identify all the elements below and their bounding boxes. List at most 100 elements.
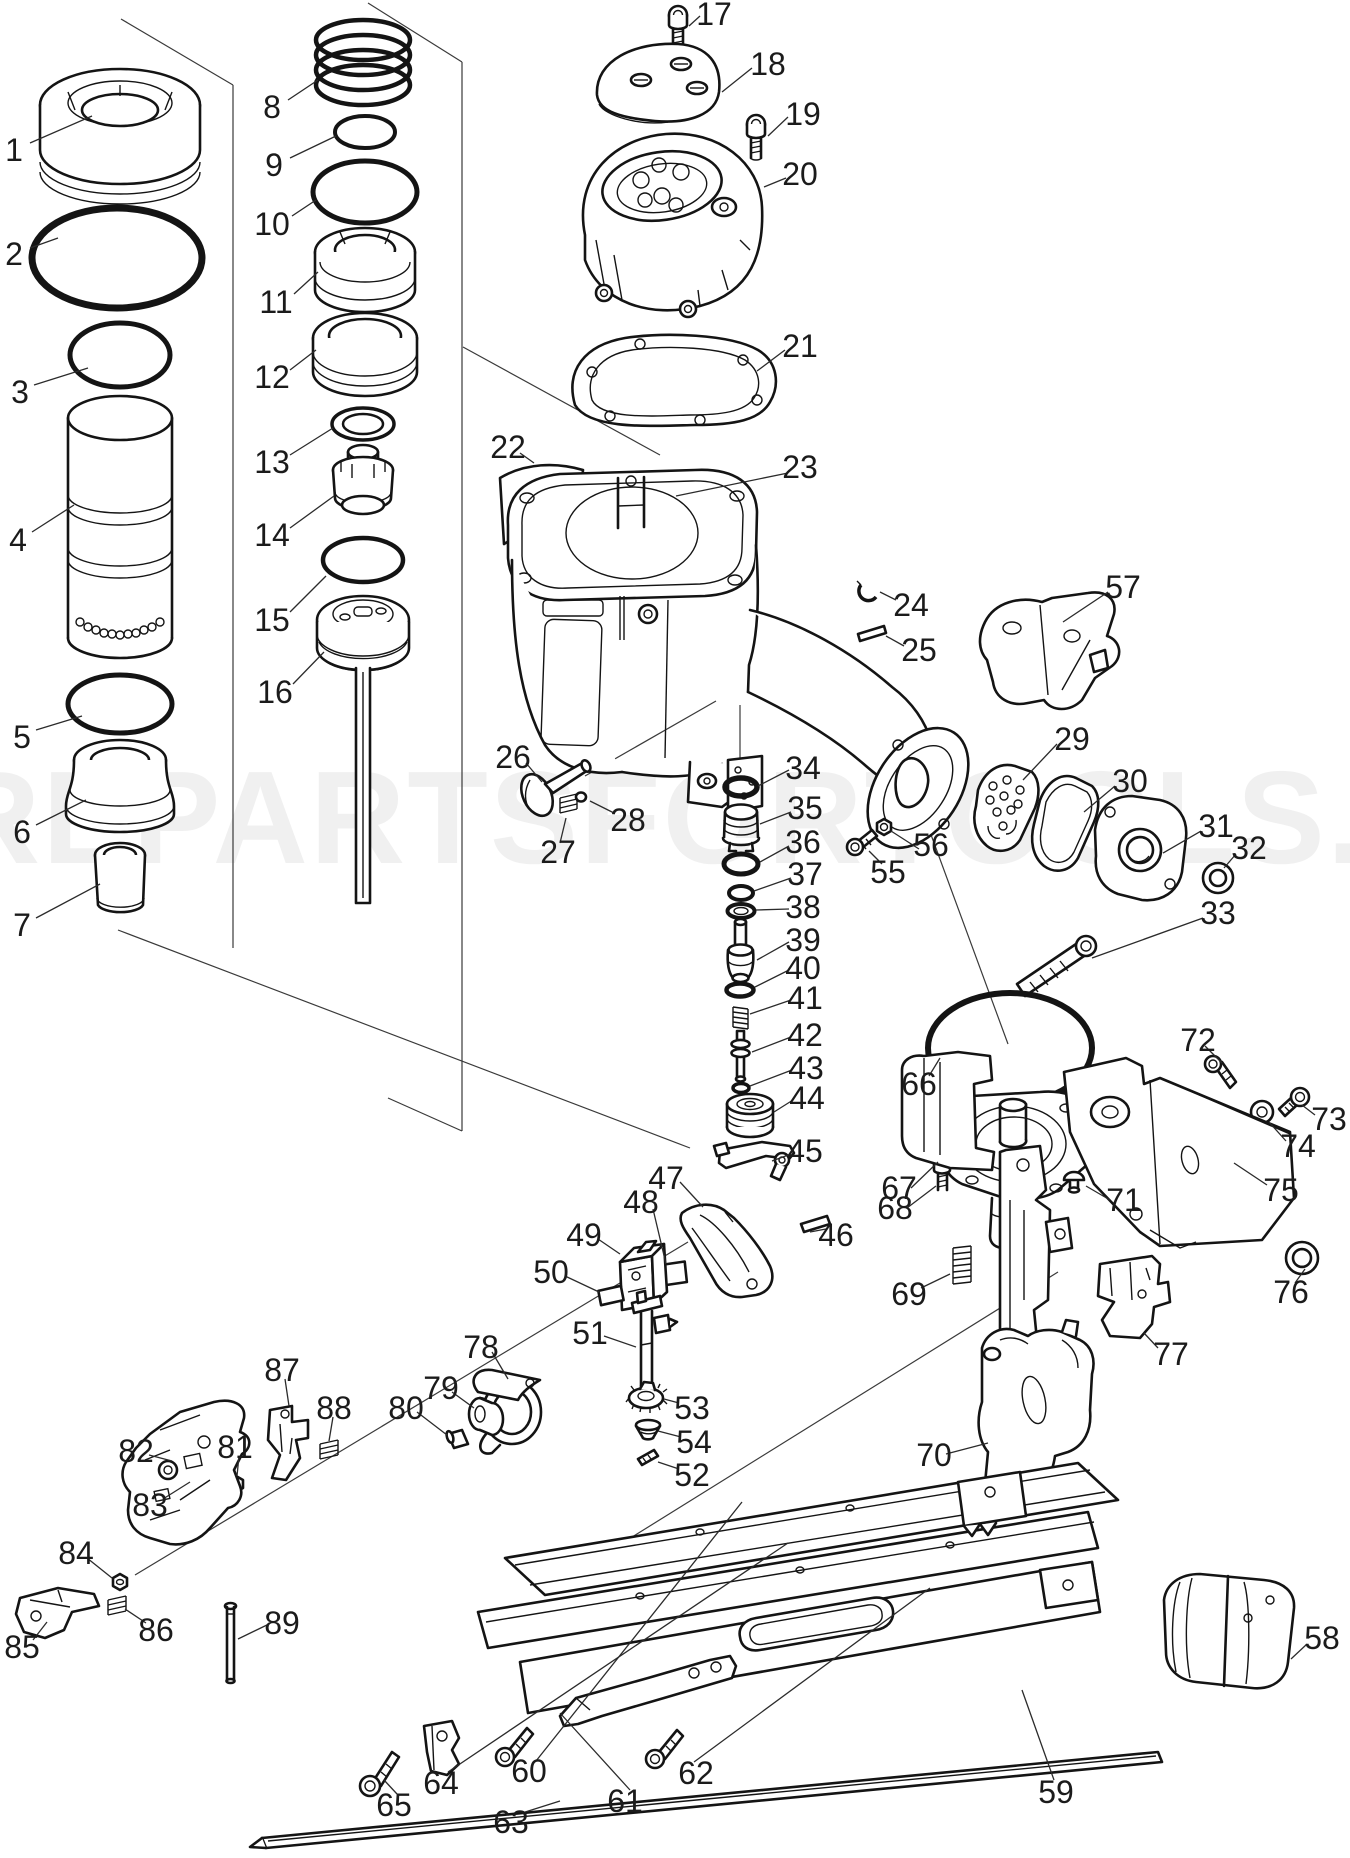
leader-line-8 xyxy=(287,79,319,101)
leader-line-7 xyxy=(35,883,101,919)
part-47-trigger-drawing xyxy=(679,1203,774,1299)
part-label-14: 14 xyxy=(254,517,290,553)
part-34-o-ring-drawing xyxy=(722,775,760,799)
part-label-80: 80 xyxy=(388,1390,424,1426)
part-69-spring-drawing xyxy=(952,1245,972,1285)
part-label-61: 61 xyxy=(607,1783,643,1819)
part-label-45: 45 xyxy=(787,1133,823,1169)
leader-line-87 xyxy=(284,1378,290,1407)
part-13-washer-drawing xyxy=(330,406,396,442)
leader-line-53 xyxy=(663,1398,680,1404)
part-27-spring-drawing xyxy=(559,793,578,814)
part-label-71: 71 xyxy=(1106,1182,1142,1218)
part-label-7: 7 xyxy=(13,907,31,943)
leader-line-67 xyxy=(910,1161,939,1189)
part-77-clip-drawing xyxy=(1096,1254,1172,1340)
part-label-34: 34 xyxy=(785,750,821,786)
group-line-0 xyxy=(120,18,234,86)
part-label-2: 2 xyxy=(5,236,23,272)
part-label-57: 57 xyxy=(1105,569,1141,605)
leader-line-57 xyxy=(1062,591,1109,623)
group-line-8 xyxy=(554,1271,1059,1586)
part-41-spring-drawing xyxy=(732,1006,749,1030)
part-label-32: 32 xyxy=(1231,830,1267,866)
part-label-56: 56 xyxy=(913,827,949,863)
leader-line-28 xyxy=(589,800,615,814)
part-label-88: 88 xyxy=(316,1390,352,1426)
part-62-screw-drawing xyxy=(644,1728,685,1770)
leader-line-61 xyxy=(559,1712,631,1791)
leader-line-43 xyxy=(749,1069,793,1087)
part-label-89: 89 xyxy=(264,1605,300,1641)
part-label-30: 30 xyxy=(1112,763,1148,799)
leader-line-35 xyxy=(759,811,792,825)
part-33-bolt-drawing xyxy=(1015,934,1098,998)
part-37-o-ring-drawing xyxy=(727,884,755,902)
part-56-nut-drawing xyxy=(875,817,893,837)
leader-line-77 xyxy=(1143,1332,1159,1349)
part-label-84: 84 xyxy=(58,1535,94,1571)
leader-line-41 xyxy=(749,999,792,1015)
part-84-nut-drawing xyxy=(111,1572,129,1592)
leader-line-13 xyxy=(289,427,334,456)
leader-line-89 xyxy=(237,1623,270,1640)
part-label-60: 60 xyxy=(511,1753,547,1789)
part-57-bracket-drawing xyxy=(978,591,1121,711)
part-label-48: 48 xyxy=(623,1184,659,1220)
leader-line-74 xyxy=(1268,1121,1287,1142)
part-24-retaining-clip-drawing xyxy=(856,580,878,603)
leader-line-85 xyxy=(32,1621,48,1641)
part-label-73: 73 xyxy=(1311,1101,1347,1137)
part-12-ring-stack-drawing xyxy=(311,311,419,398)
part-label-64: 64 xyxy=(423,1765,459,1801)
leader-line-29 xyxy=(1022,743,1058,781)
part-59-magazine-drawing xyxy=(476,1461,1120,1715)
part-16-piston-driver-drawing xyxy=(315,594,411,905)
part-label-11: 11 xyxy=(259,284,292,320)
leader-line-32 xyxy=(1223,853,1237,869)
leader-line-9 xyxy=(289,135,337,159)
leader-line-6 xyxy=(35,799,87,826)
part-label-28: 28 xyxy=(610,802,646,838)
part-7-sleeve-drawing xyxy=(93,841,147,914)
part-25-pin-drawing xyxy=(856,624,888,643)
part-label-46: 46 xyxy=(818,1217,854,1253)
part-label-21: 21 xyxy=(782,328,818,364)
leader-line-88 xyxy=(328,1416,334,1442)
part-label-50: 50 xyxy=(533,1254,569,1290)
part-label-69: 69 xyxy=(891,1276,927,1312)
part-32-cap-ring-drawing xyxy=(1201,861,1235,895)
part-label-16: 16 xyxy=(257,674,293,710)
part-label-35: 35 xyxy=(787,790,823,826)
part-85-lever-drawing xyxy=(14,1586,101,1640)
part-19-screw-drawing xyxy=(745,113,767,161)
leader-line-72 xyxy=(1204,1045,1223,1064)
leader-line-1 xyxy=(29,115,93,144)
leader-line-20 xyxy=(763,177,787,188)
leader-line-48 xyxy=(652,1208,667,1265)
part-54-cone-drawing xyxy=(634,1418,662,1441)
group-line-9 xyxy=(929,831,1009,1045)
part-58-end-cover-drawing xyxy=(1162,1572,1296,1690)
part-63-magazine-rail-drawing xyxy=(248,1750,1164,1850)
leader-line-71 xyxy=(1085,1185,1111,1201)
part-26-change-knob-drawing xyxy=(519,759,592,818)
leader-line-38 xyxy=(755,908,790,911)
part-35-valve-cap-drawing xyxy=(721,803,761,853)
part-label-47: 47 xyxy=(648,1160,684,1196)
part-label-29: 29 xyxy=(1054,721,1090,757)
leader-line-63 xyxy=(521,1800,561,1814)
part-11-seal-ring-drawing xyxy=(313,226,417,314)
leader-line-40 xyxy=(754,969,790,988)
leader-line-22 xyxy=(519,452,535,464)
leader-line-60 xyxy=(535,1501,743,1762)
part-21-gasket-drawing xyxy=(571,333,778,428)
leader-line-36 xyxy=(759,845,790,863)
part-20-top-cap-drawing xyxy=(581,132,764,319)
group-line-2 xyxy=(367,2,463,63)
leader-line-55 xyxy=(868,850,883,865)
part-label-20: 20 xyxy=(782,156,818,192)
part-17-screw-drawing xyxy=(667,4,689,49)
